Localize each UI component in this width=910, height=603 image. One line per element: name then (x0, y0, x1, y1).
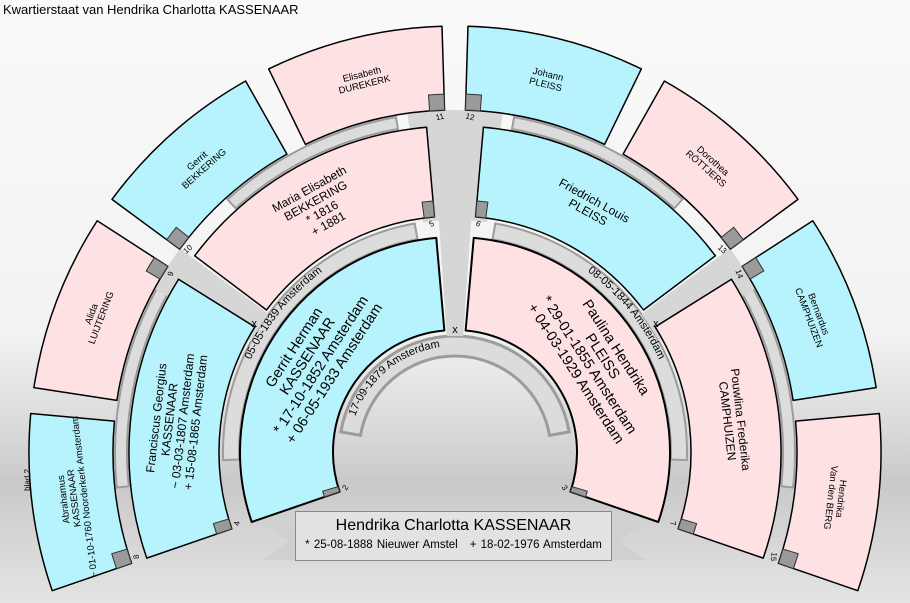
marriage-symbol: x (252, 318, 258, 330)
number-tab (212, 518, 233, 535)
marriage-band (339, 334, 571, 438)
number-tab (322, 486, 341, 498)
number-tab (569, 486, 588, 498)
cell-shape (474, 126, 717, 311)
number-tab (166, 226, 190, 250)
person-cell-8[interactable]: AbrahamusKASSENAAR~ 01-10-1760 Noorderke… (28, 412, 142, 592)
cell-shape (464, 25, 643, 146)
person-number: 5 (428, 219, 437, 229)
person-number: 7 (668, 521, 678, 527)
person-cell-4[interactable]: Franciscus GeorgiusKASSENAAR~ 03-03-1807… (128, 278, 256, 559)
marriage-band (510, 116, 684, 210)
person-number: 11 (435, 111, 446, 122)
cell-shape (741, 220, 877, 402)
marriage-band (226, 116, 400, 210)
number-tab (475, 200, 489, 219)
cell-shape (777, 412, 882, 592)
person-number: 2 (340, 483, 350, 492)
chart-title: Kwartierstaat van Hendrika Charlotta KAS… (3, 2, 299, 17)
number-tab (464, 93, 483, 112)
person-number: 6 (474, 219, 483, 229)
cell-shape (654, 278, 782, 559)
connector (437, 206, 473, 337)
number-tab (777, 548, 799, 570)
cell-shape (111, 80, 288, 250)
cell-shape (464, 236, 671, 523)
main-person-death: + 18-02-1976 Amsterdam (469, 539, 602, 551)
number-tab (741, 256, 765, 280)
cell-shape (239, 236, 446, 523)
marriage-symbol: x (452, 324, 458, 336)
cell-shape (267, 25, 446, 146)
number-tab (421, 200, 435, 219)
number-tab (145, 256, 169, 280)
person-number: 14 (733, 268, 745, 280)
number-tab (720, 226, 744, 250)
marriage-symbol: x (653, 318, 659, 330)
person-line: Hendrika (833, 479, 849, 519)
cell-shape (193, 126, 436, 311)
main-person-birth: * 25-08-1888 Nieuwer Amstel (305, 539, 458, 551)
sheet-label[interactable]: blad 2 (23, 469, 32, 491)
person-number: 3 (560, 483, 570, 492)
main-person-name: Hendrika Charlotta KASSENAAR (335, 517, 572, 534)
person-number: 15 (769, 552, 779, 562)
marriage-band (731, 270, 796, 489)
person-number: 12 (465, 112, 476, 123)
cell-shape (622, 80, 799, 250)
number-tab (427, 93, 446, 112)
cell-shape (33, 220, 169, 402)
person-cell-3[interactable]: Paulina HendrikaPLEISS* 29-01-1855 Amste… (464, 236, 671, 523)
cell-shape (28, 412, 133, 592)
person-cell-2[interactable]: Gerrit HermanKASSENAAR* 17-10-1852 Amste… (239, 236, 446, 523)
number-tab (677, 518, 698, 535)
person-number: 9 (166, 270, 176, 278)
person-number: 8 (132, 553, 142, 559)
main-person-banner[interactable]: Hendrika Charlotta KASSENAAR * 25-08-188… (295, 511, 612, 561)
cell-shape (128, 278, 256, 559)
person-number: 4 (232, 520, 242, 526)
number-tab (111, 548, 133, 570)
